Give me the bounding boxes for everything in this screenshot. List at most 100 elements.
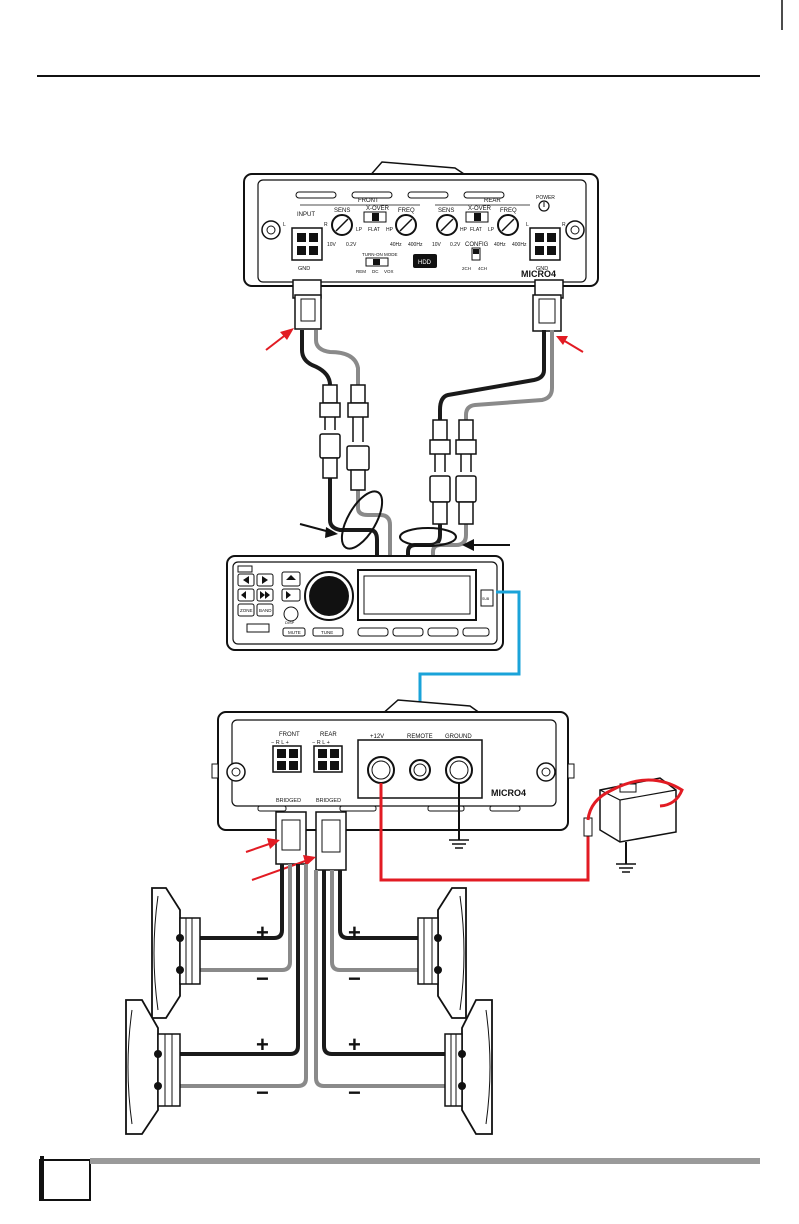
rewind-button[interactable] xyxy=(238,589,254,601)
usb-slot xyxy=(247,624,269,632)
next-button[interactable] xyxy=(257,574,273,586)
minus-label-4: − xyxy=(348,1080,361,1105)
xover-label-front: X-OVER xyxy=(366,206,390,212)
black-arrow-right xyxy=(462,539,510,551)
input-connector-left xyxy=(292,228,322,260)
freq-min-rear: 40Hz xyxy=(494,242,506,248)
config-4ch: 4CH xyxy=(478,266,487,271)
hdd-badge: HDD xyxy=(418,260,432,266)
speaker-front-left xyxy=(152,888,200,1018)
minus-label-3: − xyxy=(256,1080,269,1105)
sens-label-front: SENS xyxy=(334,208,350,214)
speaker-rear-left xyxy=(126,1000,180,1134)
plus-label-1: + xyxy=(256,920,269,945)
remote-terminal xyxy=(410,760,430,780)
minus-label-2: − xyxy=(348,966,361,991)
eject-button[interactable] xyxy=(282,572,300,586)
rear-section-label: REAR xyxy=(484,198,501,204)
play-pause-button[interactable] xyxy=(282,589,300,601)
disp-label: DISP xyxy=(285,620,295,625)
xover-hp-front: HP xyxy=(386,227,394,233)
plus-label-3: + xyxy=(256,1032,269,1057)
config-2ch: 2CH xyxy=(462,266,471,271)
model-label-top: MICRO4 xyxy=(521,269,556,279)
left-letter-rear: L xyxy=(526,222,529,228)
rear-output-label: REAR xyxy=(320,732,337,738)
bridged-label-rear: BRIDGED xyxy=(316,798,341,804)
amplifier-top: FRONT REAR INPUT L R GND SENS 10V 0.2V X… xyxy=(244,162,598,331)
freq-min-front: 40Hz xyxy=(390,242,402,248)
input-label: INPUT xyxy=(297,212,315,218)
input-connector-right xyxy=(530,228,560,260)
freq-label-rear: FREQ xyxy=(500,208,517,214)
freq-label-front: FREQ xyxy=(398,208,415,214)
sens-label-rear: SENS xyxy=(438,208,454,214)
xover-label-rear: X-OVER xyxy=(468,206,492,212)
zone-label: ZONE xyxy=(240,608,253,613)
sub-label: SUB xyxy=(482,597,490,601)
preset-button-1[interactable] xyxy=(358,628,388,636)
mode-rem: REM xyxy=(356,269,366,274)
zone-button[interactable]: ZONE xyxy=(238,604,254,616)
tune-button[interactable]: TUNE xyxy=(313,628,343,636)
mute-button[interactable]: MUTE xyxy=(283,628,305,636)
page-footer xyxy=(40,1156,760,1200)
mute-label: MUTE xyxy=(288,630,301,635)
preset-button-2[interactable] xyxy=(393,628,423,636)
sens-min-rear: 10V xyxy=(432,242,442,248)
xover-flat-rear: FLAT xyxy=(470,227,482,233)
prev-button[interactable] xyxy=(238,574,254,586)
speaker-rear-right xyxy=(445,1000,492,1134)
bridged-label-front: BRIDGED xyxy=(276,798,301,804)
preset-button-3[interactable] xyxy=(428,628,458,636)
inline-fuse xyxy=(584,818,592,836)
minus-label-1: − xyxy=(256,966,269,991)
sens-min-front: 10V xyxy=(327,242,337,248)
left-letter: L xyxy=(283,222,286,228)
footer-bar xyxy=(90,1158,760,1164)
sens-max-rear: 0.2V xyxy=(450,242,461,248)
config-label: CONFIG xyxy=(465,242,489,248)
sens-max-front: 0.2V xyxy=(346,242,357,248)
red-arrow-top-right xyxy=(556,336,583,352)
speaker-wires xyxy=(180,864,445,1086)
right-letter-rear: R xyxy=(562,222,566,228)
model-label-bottom: MICRO4 xyxy=(491,788,526,798)
ground-label: GROUND xyxy=(445,734,472,740)
plus-label-4: + xyxy=(348,1032,361,1057)
xover-flat-front: FLAT xyxy=(368,227,380,233)
tune-label: TUNE xyxy=(321,630,333,635)
mode-vox: VOX xyxy=(384,269,394,274)
fast-forward-button[interactable] xyxy=(257,589,273,601)
turn-on-mode-label: TURN-ON MODE xyxy=(362,252,398,257)
twist-marker-front xyxy=(334,485,390,554)
front-output-label: FRONT xyxy=(279,732,300,738)
lcd-display xyxy=(358,570,476,620)
rear-polarity-label: − R L + xyxy=(312,740,330,746)
front-section-label: FRONT xyxy=(358,198,379,204)
preset-button-4[interactable] xyxy=(463,628,489,636)
rca-plugs-front xyxy=(320,385,369,490)
band-button[interactable]: BAND xyxy=(257,604,273,616)
speaker-front-right xyxy=(418,888,466,1018)
battery xyxy=(588,778,682,872)
gnd-label-left: GND xyxy=(298,266,310,272)
freq-max-front: 400Hz xyxy=(408,242,423,248)
plus12v-label: +12V xyxy=(370,734,384,740)
band-label: BAND xyxy=(259,608,272,613)
power-label: POWER xyxy=(536,195,555,201)
red-arrow-bottom-front xyxy=(246,838,280,852)
page-number-box xyxy=(40,1160,90,1200)
freq-max-rear: 400Hz xyxy=(512,242,527,248)
front-polarity-label: − R L + xyxy=(271,740,289,746)
remote-label: REMOTE xyxy=(407,734,433,740)
xover-lp-rear: LP xyxy=(488,227,495,233)
plus-label-2: + xyxy=(348,920,361,945)
red-arrow-top-left xyxy=(266,328,294,350)
xover-hp-rear: HP xyxy=(460,227,468,233)
rca-plugs-rear xyxy=(430,420,476,524)
right-letter: R xyxy=(324,222,328,228)
mode-dc: DC xyxy=(372,269,379,274)
head-unit: ZONE BAND DISP SUB MUTE TUNE xyxy=(227,556,503,650)
